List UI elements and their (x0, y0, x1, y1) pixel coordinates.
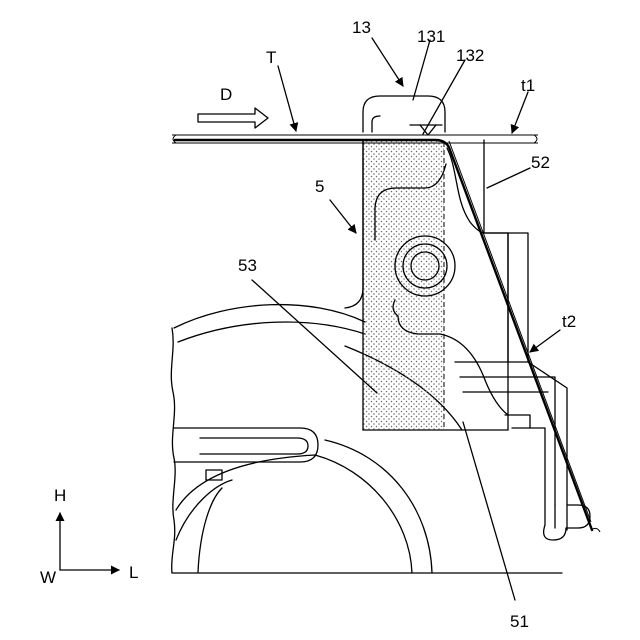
label-132: 132 (456, 46, 484, 65)
label-131: 131 (417, 27, 445, 46)
stippled-member-53 (363, 140, 508, 430)
axis-label-h: H (54, 486, 66, 505)
axis-label-w: W (40, 568, 56, 587)
label-d: D (220, 85, 232, 104)
direction-arrow-d (198, 108, 268, 128)
label-t: T (266, 48, 276, 67)
axis-indicator (60, 513, 119, 570)
label-13: 13 (352, 18, 371, 37)
label-52: 52 (531, 153, 550, 172)
label-t2: t2 (562, 312, 576, 331)
axis-label-l: L (129, 563, 138, 582)
cap-13 (363, 96, 445, 135)
label-53: 53 (238, 256, 257, 275)
label-5: 5 (315, 177, 324, 196)
label-t1: t1 (521, 76, 535, 95)
right-side-frame (455, 233, 590, 540)
label-51: 51 (510, 612, 529, 631)
